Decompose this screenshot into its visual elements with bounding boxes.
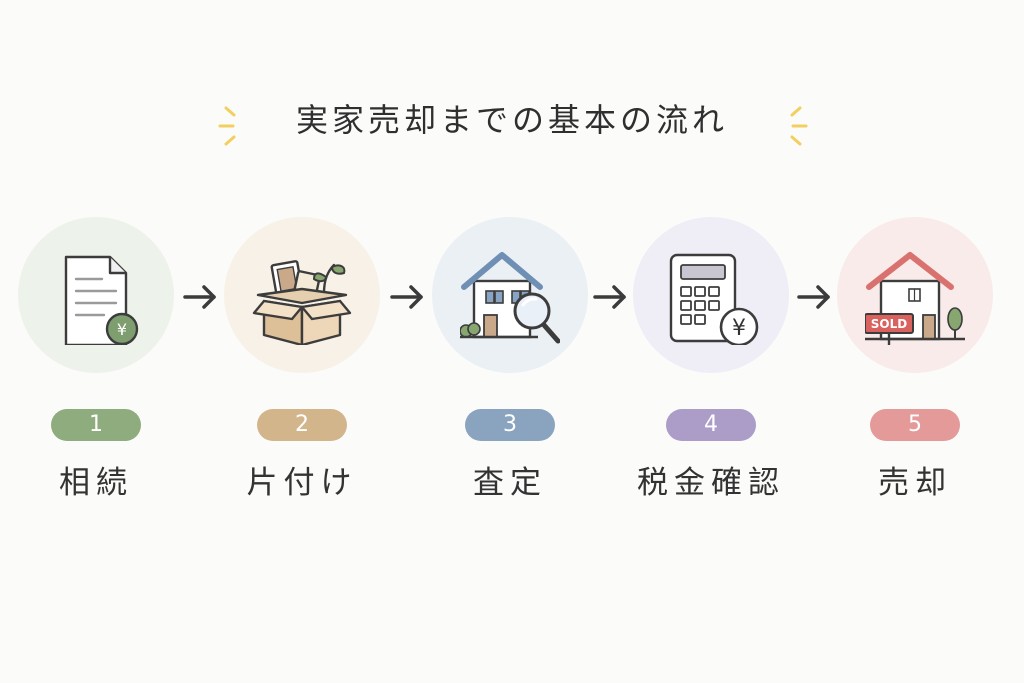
diagram-title-text: 実家売却までの基本の流れ: [295, 101, 728, 139]
step-5: SOLD 5 売却: [837, 217, 993, 501]
step-2-label: 片付け: [246, 465, 358, 501]
diagram-title: 実家売却までの基本の流れ: [289, 95, 734, 147]
step-4-label: 税金確認: [637, 465, 785, 501]
cardboard-box-icon: [252, 260, 352, 345]
sold-sign-text: SOLD: [871, 317, 907, 331]
arrow-right-icon: [797, 285, 830, 309]
step-3: 3 査定: [432, 217, 588, 501]
house-magnifier-icon: [460, 252, 560, 344]
sparkle-right-icon: [790, 106, 808, 146]
step-5-badge: 5: [870, 409, 960, 441]
step-1-circle: ¥: [18, 217, 174, 373]
arrow-right-icon: [593, 285, 626, 309]
step-2-circle: [224, 217, 380, 373]
calculator-yen-icon: ¥: [669, 253, 759, 345]
document-yen-icon: ¥: [64, 255, 139, 345]
step-2: 2 片付け: [224, 217, 380, 501]
title-highlight: [289, 138, 734, 147]
step-4-badge: 4: [666, 409, 756, 441]
yen-symbol-1: ¥: [117, 320, 127, 339]
step-1-badge: 1: [51, 409, 141, 441]
step-5-circle: SOLD: [837, 217, 993, 373]
step-1-label: 相続: [59, 465, 133, 501]
step-1: ¥ 1 相続: [18, 217, 174, 501]
title-area: 実家売却までの基本の流れ: [0, 95, 1024, 147]
arrow-right-icon: [183, 285, 216, 309]
yen-symbol-4: ¥: [732, 316, 746, 341]
house-sold-icon: SOLD: [865, 252, 965, 345]
arrow-right-icon: [390, 285, 423, 309]
step-3-label: 査定: [473, 465, 547, 501]
step-3-circle: [432, 217, 588, 373]
step-4: ¥ 4 税金確認: [633, 217, 789, 501]
step-2-badge: 2: [257, 409, 347, 441]
step-5-label: 売却: [878, 465, 952, 501]
step-3-badge: 3: [465, 409, 555, 441]
sparkle-left-icon: [218, 106, 236, 146]
step-4-circle: ¥: [633, 217, 789, 373]
